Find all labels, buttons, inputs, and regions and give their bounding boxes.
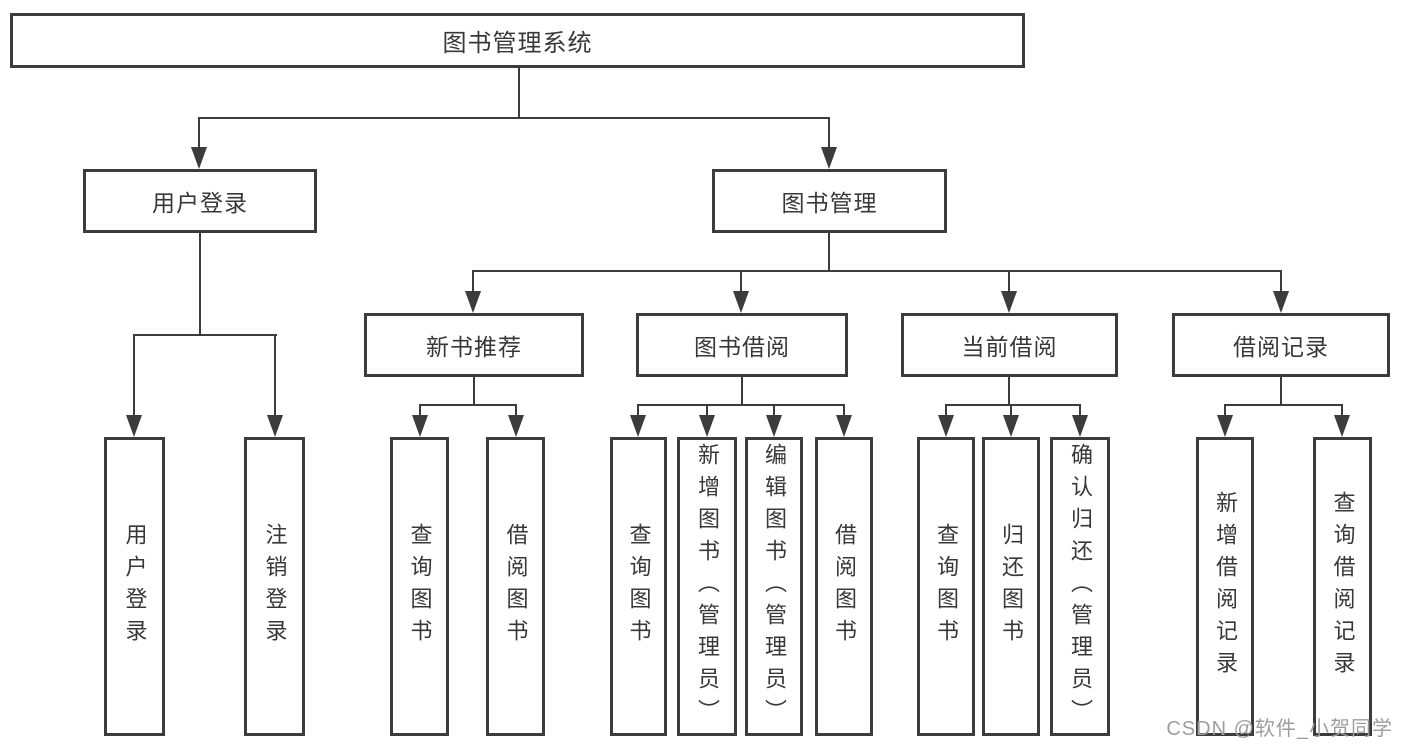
node-borrowing-records: 借阅记录 [1172, 313, 1390, 377]
leaf-return-book-label: 归还图书 [999, 522, 1024, 651]
leaf-query-books-current-label: 查询图书 [934, 522, 959, 651]
leaf-query-borrow-record: 查询借阅记录 [1313, 437, 1372, 736]
leaf-logout: 注销登录 [244, 437, 305, 736]
arrow-down-icon [699, 415, 715, 437]
arrow-down-icon [821, 147, 837, 169]
leaf-add-book-admin: 新增图书（管理员） [677, 437, 737, 736]
node-user-login-label: 用户登录 [152, 190, 248, 216]
node-book-borrowing: 图书借阅 [636, 313, 848, 377]
node-root-label: 图书管理系统 [442, 30, 593, 57]
arrow-down-icon [1001, 291, 1017, 313]
connector-root-stem [518, 68, 520, 119]
leaf-query-books-borrowing: 查询图书 [610, 437, 667, 736]
connector-drop-level3 [1280, 270, 1282, 293]
leaf-query-books-recommend: 查询图书 [390, 437, 449, 736]
leaf-query-books-current: 查询图书 [917, 437, 975, 736]
connector-level2-bus [198, 117, 830, 119]
connector-user-login-stem [199, 233, 201, 336]
connector-drop-user-login [198, 117, 200, 149]
connector-drop-leaf [1224, 404, 1226, 418]
node-book-management: 图书管理 [712, 169, 947, 233]
leaf-borrow-books-recommend: 借阅图书 [486, 437, 545, 736]
connector-drop-level3 [472, 270, 474, 293]
connector-drop-book-management [828, 117, 830, 149]
leaf-edit-book-admin-label: 编辑图书（管理员） [762, 442, 787, 731]
node-current-borrowing-label: 当前借阅 [961, 334, 1058, 360]
node-new-book-recommendation: 新书推荐 [364, 313, 584, 377]
arrow-down-icon [508, 415, 524, 437]
arrow-down-icon [191, 147, 207, 169]
node-book-management-label: 图书管理 [781, 190, 878, 216]
connector-drop-level3 [740, 270, 742, 293]
leaf-return-book: 归还图书 [982, 437, 1040, 736]
connector-drop-leaf [133, 334, 135, 418]
connector-drop-leaf [773, 404, 775, 418]
leaf-edit-book-admin: 编辑图书（管理员） [745, 437, 803, 736]
connector-stem [741, 377, 743, 406]
connector-drop-leaf [945, 404, 947, 418]
connector-bus [945, 404, 1081, 406]
watermark: CSDN @软件_小贺同学 [1166, 718, 1393, 740]
arrow-down-icon [1217, 415, 1233, 437]
arrow-down-icon [1003, 415, 1019, 437]
leaf-borrow-books-borrowing-label: 借阅图书 [832, 522, 857, 651]
node-book-borrowing-label: 图书借阅 [694, 334, 790, 360]
leaf-add-borrow-record: 新增借阅记录 [1196, 437, 1254, 736]
arrow-down-icon [1273, 291, 1289, 313]
connector-level3-bus [472, 270, 1282, 272]
node-root: 图书管理系统 [10, 13, 1025, 68]
connector-drop-leaf [637, 404, 639, 418]
arrow-down-icon [267, 415, 283, 437]
connector-user-login-bus [133, 334, 277, 336]
connector-drop-level3 [1008, 270, 1010, 293]
connector-drop-leaf [706, 404, 708, 418]
leaf-user-login-label: 用户登录 [122, 522, 148, 651]
connector-drop-leaf [1079, 404, 1081, 418]
leaf-query-borrow-record-label: 查询借阅记录 [1330, 490, 1356, 683]
leaf-query-books-borrowing-label: 查询图书 [626, 522, 652, 651]
connector-bus [637, 404, 845, 406]
connector-drop-leaf [419, 404, 421, 418]
arrow-down-icon [630, 415, 646, 437]
node-new-book-recommendation-label: 新书推荐 [426, 334, 522, 360]
leaf-query-books-recommend-label: 查询图书 [407, 522, 433, 651]
arrow-down-icon [836, 415, 852, 437]
connector-stem [1008, 377, 1010, 406]
leaf-add-book-admin-label: 新增图书（管理员） [695, 442, 720, 731]
leaf-user-login: 用户登录 [104, 437, 165, 736]
node-current-borrowing: 当前借阅 [901, 313, 1118, 377]
leaf-borrow-books-borrowing: 借阅图书 [815, 437, 873, 736]
leaf-borrow-books-recommend-label: 借阅图书 [503, 522, 529, 651]
arrow-down-icon [1072, 415, 1088, 437]
connector-bus [419, 404, 517, 406]
arrow-down-icon [938, 415, 954, 437]
connector-stem [473, 377, 475, 406]
node-borrowing-records-label: 借阅记录 [1233, 334, 1329, 360]
leaf-logout-label: 注销登录 [262, 522, 288, 651]
arrow-down-icon [412, 415, 428, 437]
arrow-down-icon [1334, 415, 1350, 437]
arrow-down-icon [766, 415, 782, 437]
connector-drop-leaf [843, 404, 845, 418]
leaf-confirm-return-admin-label: 确认归还（管理员） [1068, 442, 1093, 731]
leaf-confirm-return-admin: 确认归还（管理员） [1050, 437, 1110, 736]
connector-drop-leaf [1341, 404, 1343, 418]
connector-drop-leaf [515, 404, 517, 418]
connector-drop-leaf [274, 334, 276, 418]
arrow-down-icon [465, 291, 481, 313]
connector-book-management-stem [828, 233, 830, 272]
connector-stem [1280, 377, 1282, 406]
node-user-login: 用户登录 [83, 169, 317, 233]
connector-bus [1224, 404, 1343, 406]
arrow-down-icon [126, 415, 142, 437]
leaf-add-borrow-record-label: 新增借阅记录 [1213, 490, 1238, 683]
arrow-down-icon [733, 291, 749, 313]
connector-drop-leaf [1010, 404, 1012, 418]
